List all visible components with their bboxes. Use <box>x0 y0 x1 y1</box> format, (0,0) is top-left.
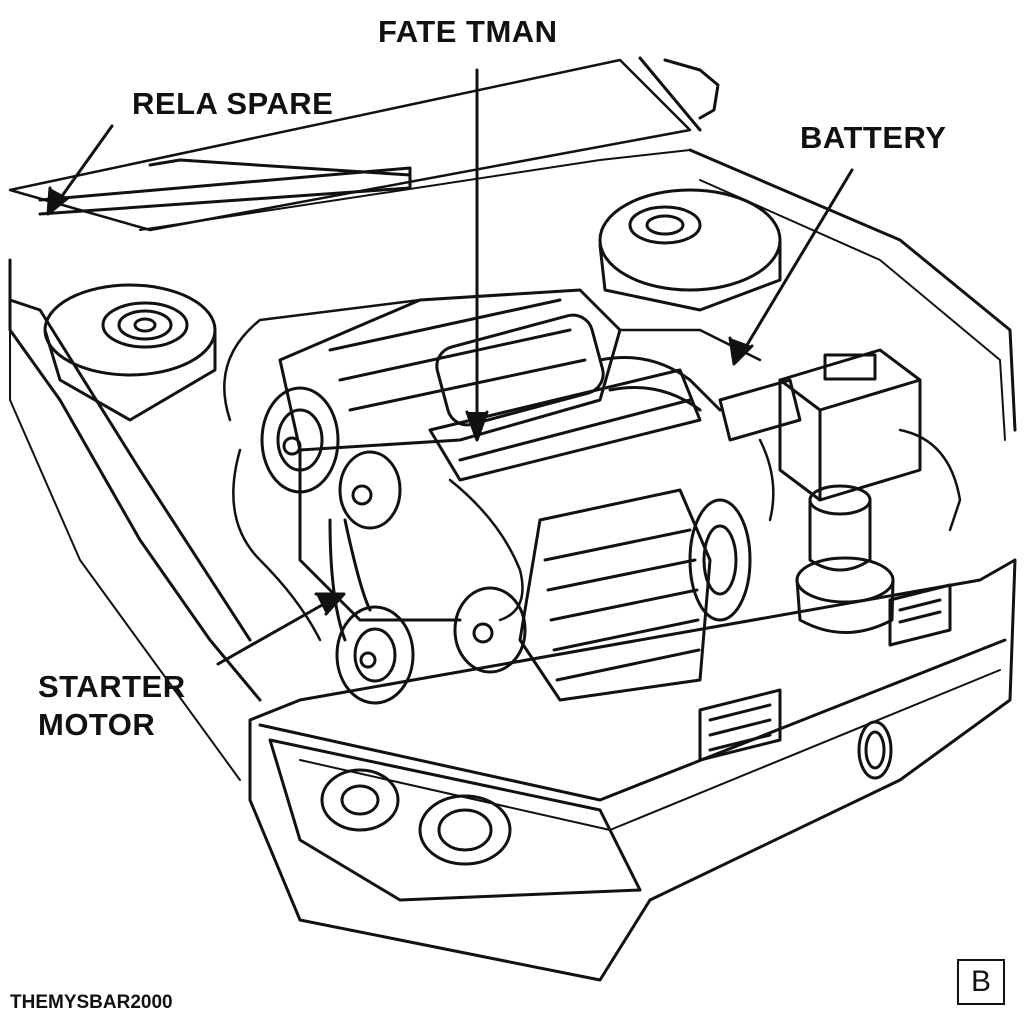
left-strut-tower <box>43 283 217 422</box>
label-top: FATE TMAN <box>378 14 558 49</box>
fender-outline <box>8 148 1017 781</box>
battery-label-arrow <box>736 168 854 362</box>
label-starter-line2: MOTOR <box>38 707 156 742</box>
engine-block <box>278 288 702 622</box>
right-strut-tower <box>598 188 782 312</box>
corner-badge: B <box>957 959 1005 1005</box>
watermark: THEMYSBAR2000 <box>10 992 173 1013</box>
engine-pulleys <box>260 386 527 705</box>
callout-arrows <box>46 68 854 666</box>
intake-housing <box>518 356 752 702</box>
label-relay: RELA SPARE <box>132 86 334 121</box>
label-starter-motor: STARTER MOTOR <box>38 668 186 744</box>
headlight <box>268 738 642 902</box>
label-starter-line1: STARTER <box>38 669 186 704</box>
engine-hoses <box>223 298 962 642</box>
windshield-outline <box>8 56 720 232</box>
starter-label-arrow <box>216 594 340 666</box>
grille <box>698 583 952 780</box>
label-battery: BATTERY <box>800 120 947 155</box>
battery-assembly <box>718 348 922 634</box>
